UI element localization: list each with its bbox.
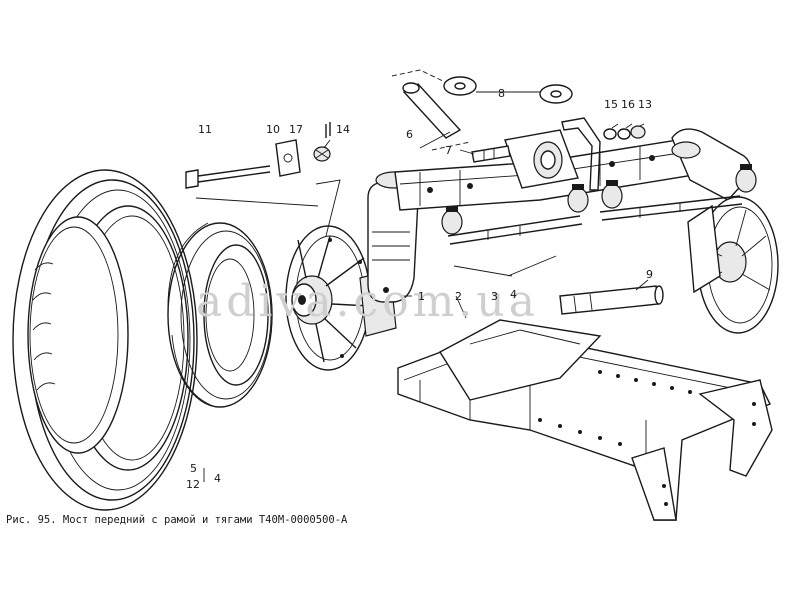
frame-holes bbox=[538, 370, 756, 506]
lock-plate bbox=[275, 139, 301, 177]
pivot-pin bbox=[391, 69, 471, 151]
callout-8: 8 bbox=[498, 87, 505, 100]
callout-3: 3 bbox=[491, 290, 498, 303]
watermark: adiva.com.ua bbox=[196, 276, 539, 327]
callout-14: 14 bbox=[336, 123, 350, 136]
bracket-strap bbox=[561, 117, 601, 191]
callout-7: 7 bbox=[445, 144, 452, 157]
callout-9: 9 bbox=[646, 268, 653, 281]
callout-13: 13 bbox=[638, 98, 652, 111]
callout-4-tie-rod: 4 bbox=[510, 288, 517, 301]
callout-numbers: 1 2 3 4 4 5 6 7 8 9 10 11 12 13 14 15 16… bbox=[186, 87, 653, 491]
right-steering-knuckle bbox=[671, 128, 751, 201]
frame bbox=[397, 319, 773, 521]
figure-caption: Рис. 95. Мост передний с рамой и тягами … bbox=[6, 514, 348, 526]
nut-washer-set bbox=[603, 125, 646, 140]
callout-1: 1 bbox=[418, 290, 425, 303]
tire bbox=[12, 169, 198, 511]
long-bolt bbox=[185, 165, 271, 189]
callout-16: 16 bbox=[621, 98, 635, 111]
right-wheel-hub bbox=[687, 196, 779, 334]
castle-nut bbox=[313, 146, 331, 162]
cotter-pin bbox=[325, 122, 331, 138]
washers bbox=[443, 76, 573, 104]
callout-17: 17 bbox=[289, 123, 303, 136]
callout-6: 6 bbox=[406, 128, 413, 141]
king-pin bbox=[559, 285, 664, 315]
leader-lines bbox=[195, 91, 649, 482]
callout-4-tire: 4 bbox=[214, 472, 221, 485]
callout-10: 10 bbox=[266, 123, 280, 136]
callout-12: 12 bbox=[186, 478, 200, 491]
callout-5: 5 bbox=[190, 462, 197, 475]
tie-rod bbox=[441, 164, 757, 245]
front-axle-beam bbox=[394, 129, 713, 211]
callout-2: 2 bbox=[455, 290, 462, 303]
callout-15: 15 bbox=[604, 98, 618, 111]
callout-11: 11 bbox=[198, 123, 212, 136]
pin-bolt bbox=[471, 145, 511, 163]
wheel-rim bbox=[167, 222, 273, 408]
